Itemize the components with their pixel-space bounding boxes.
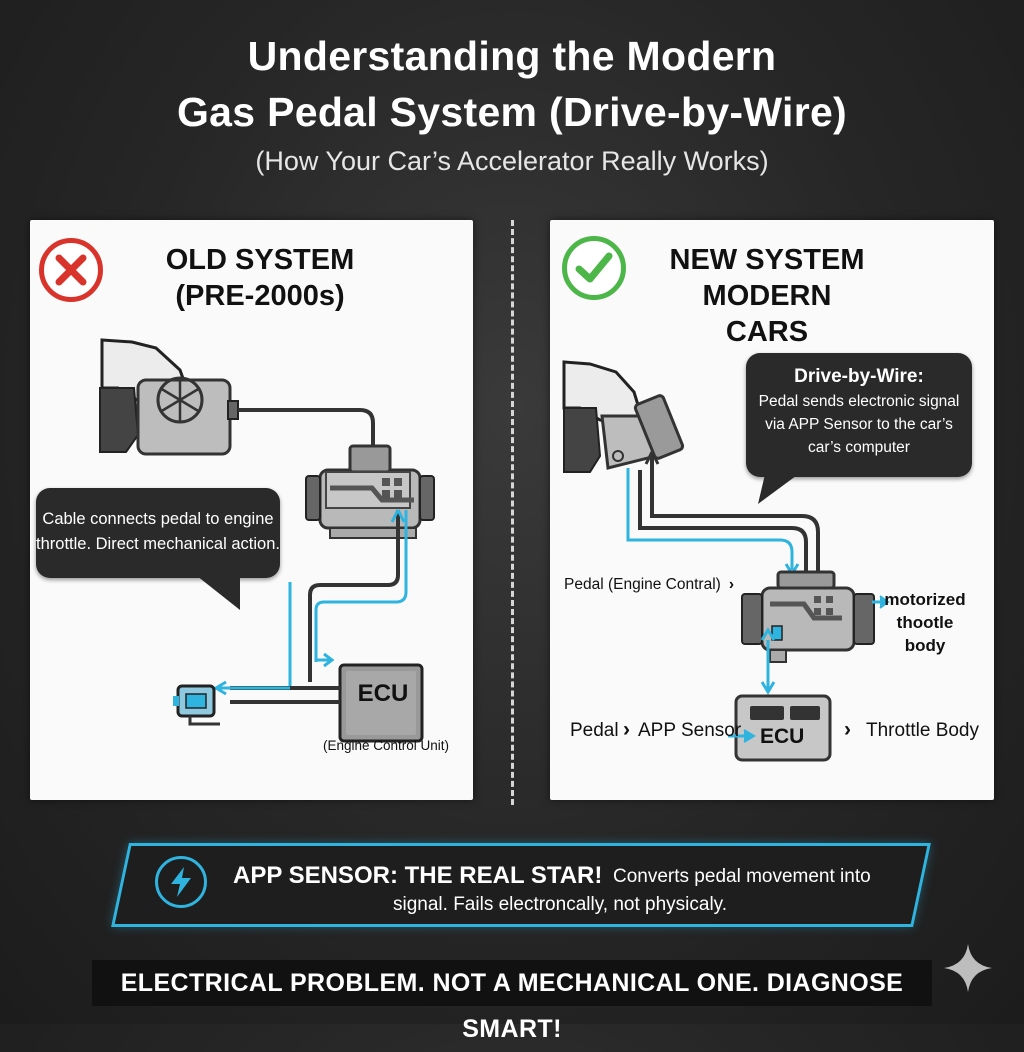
banner-text-line1: Converts pedal movement into [613, 866, 871, 887]
sparkle-icon [944, 944, 992, 992]
app-sensor-banner: APP SENSOR: THE REAL STAR! Converts peda… [111, 843, 931, 927]
old-callout-line1: Cable connects pedal to engine [42, 510, 274, 528]
sensor-connector [173, 684, 220, 726]
flow-app-sensor-label: APP Sensor [638, 720, 742, 741]
old-system-heading: OLD SYSTEM [165, 244, 355, 276]
banner-text-line2: signal. Fails electroncally, not physica… [393, 894, 728, 915]
new-callout-line3: car’s computer [808, 439, 910, 456]
old-system-era: (PRE-2000s) [175, 280, 345, 312]
flow-ecu-label: ECU [760, 725, 805, 748]
new-system-panel: NEW SYSTEM MODERN CARS [550, 220, 994, 800]
flow-chevron-icon: › [623, 718, 630, 741]
page-title-line1: Understanding the Modern [247, 33, 777, 79]
new-callout-line1: Pedal sends electronic signal [758, 393, 960, 410]
new-callout-title: Drive-by-Wire: [794, 366, 924, 387]
new-callout-line2: via APP Sensor to the car’s [765, 416, 953, 433]
motorized-throttle-label: motorized thootle body [884, 590, 966, 655]
panel-divider [511, 220, 514, 805]
ecu-box [734, 694, 832, 762]
pedal-engine-control-label: Pedal (Engine Contral)› [564, 576, 734, 593]
old-system-diagram [99, 338, 435, 743]
new-system-diagram [562, 360, 890, 762]
footer-message: ELECTRICAL PROBLEM. NOT A MECHANICAL ONE… [92, 960, 932, 1043]
old-callout-line2: throttle. Direct mechanical action. [36, 535, 280, 553]
ecu-caption: (Engine Control Unit) [322, 738, 450, 753]
pedal-assembly [600, 394, 685, 470]
lightning-bolt-icon [155, 856, 207, 908]
page-title-line2: Gas Pedal System (Drive-by-Wire) [176, 89, 848, 135]
old-system-callout: Cable connects pedal to engine throttle.… [36, 488, 280, 578]
pedal-assembly [136, 376, 239, 456]
new-system-callout: Drive-by-Wire: Pedal sends electronic si… [746, 353, 972, 477]
old-callout-tail [192, 572, 240, 610]
flow-pedal-label: Pedal [570, 720, 619, 741]
flow-throttle-body-label: Throttle Body [866, 720, 979, 741]
throttle-body-illustration [741, 570, 875, 663]
ecu-box [338, 663, 424, 743]
check-mark-icon [562, 236, 626, 300]
foot-illustration [562, 360, 644, 473]
engine-illustration [305, 444, 435, 539]
new-system-subheading: MODERN CARS [702, 280, 832, 348]
x-mark-icon [39, 238, 103, 302]
new-callout-tail [758, 470, 804, 504]
old-system-panel: OLD SYSTEM (PRE-2000s) [30, 220, 473, 800]
ecu-label: ECU [357, 680, 409, 707]
flow-chevron-icon-2: › [844, 718, 851, 741]
banner-heading: APP SENSOR: THE REAL STAR! [233, 862, 603, 889]
new-system-heading: NEW SYSTEM [669, 244, 865, 276]
page-subtitle: (How Your Car’s Accelerator Really Works… [255, 146, 769, 176]
